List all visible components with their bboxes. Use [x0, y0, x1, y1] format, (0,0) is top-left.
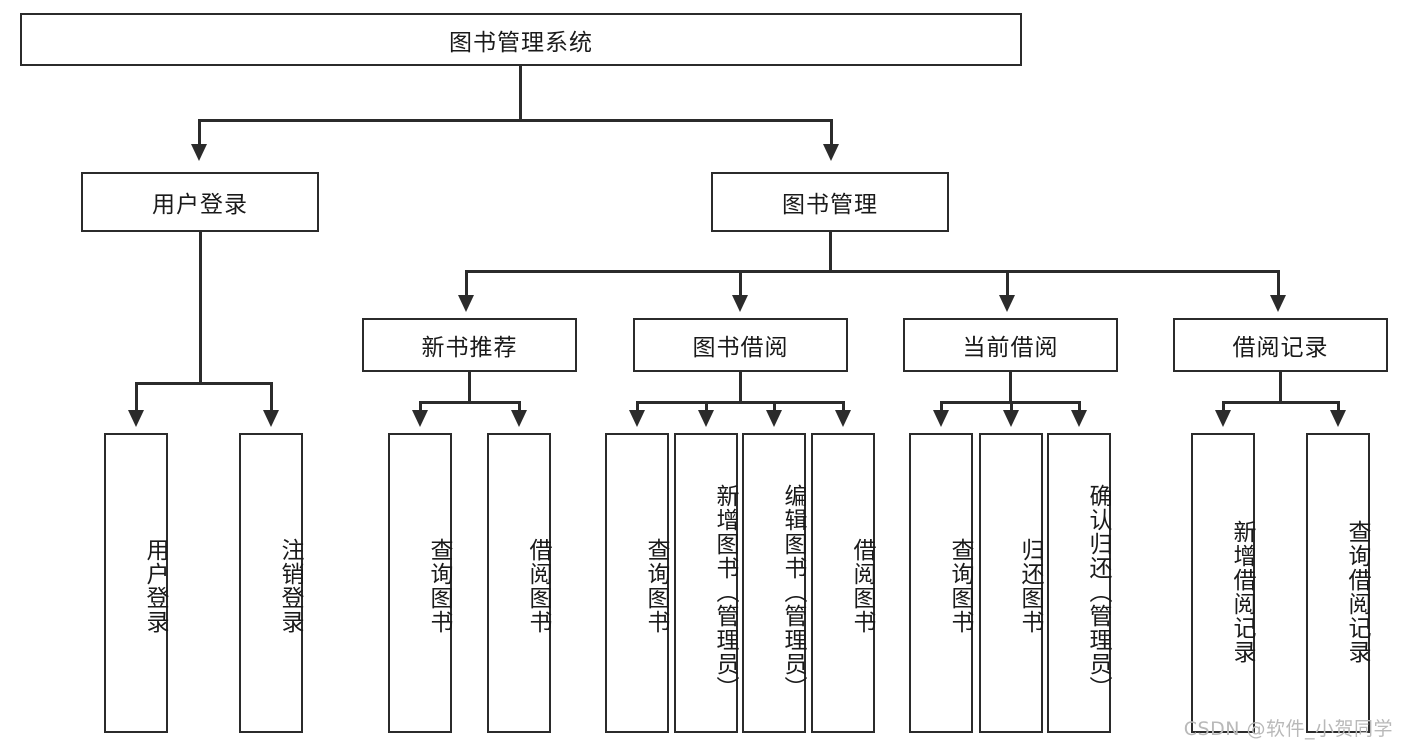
- connector-nbr-drop-1: [419, 401, 422, 413]
- leaf-bb-add-book[interactable]: 新增图书（管理员）: [674, 433, 738, 733]
- node-new-book-recommend[interactable]: 新书推荐: [362, 318, 577, 372]
- csdn-watermark: CSDN @软件_小贺同学: [1183, 718, 1393, 740]
- node-current-borrow[interactable]: 当前借阅: [903, 318, 1118, 372]
- connector-book-borrow-bus: [636, 401, 844, 404]
- connector-bb-drop-4: [842, 401, 845, 413]
- connector-level3-bus: [465, 270, 1279, 273]
- arrowhead-leaf-nbr-borrow-book: [511, 410, 527, 427]
- arrowhead-leaf-nbr-query-book: [412, 410, 428, 427]
- node-label: 用户登录: [152, 192, 248, 218]
- arrowhead-leaf-bb-add-book: [698, 410, 714, 427]
- leaf-cb-confirm-return[interactable]: 确认归还（管理员）: [1047, 433, 1111, 733]
- node-label: 图书管理: [782, 192, 878, 218]
- leaf-cb-query-book[interactable]: 查询图书: [909, 433, 973, 733]
- connector-br-drop-1: [1222, 401, 1225, 413]
- node-root-book-management-system[interactable]: 图书管理系统: [20, 13, 1022, 66]
- connector-borrow-record-stem: [1279, 372, 1282, 403]
- arrowhead-leaf-cb-query-book: [933, 410, 949, 427]
- connector-bb-drop-3: [773, 401, 776, 413]
- connector-to-current-borrow: [1006, 270, 1009, 298]
- connector-user-login-stem: [199, 232, 202, 384]
- connector-bb-drop-1: [636, 401, 639, 413]
- node-label: 借阅图书: [849, 538, 875, 634]
- connector-root-stem: [519, 66, 522, 121]
- arrowhead-leaf-br-query-record: [1330, 410, 1346, 427]
- connector-bb-drop-2: [705, 401, 708, 413]
- leaf-bb-query-book[interactable]: 查询图书: [605, 433, 669, 733]
- connector-cb-drop-2: [1010, 401, 1013, 413]
- leaf-br-add-record[interactable]: 新增借阅记录: [1191, 433, 1255, 733]
- node-label: 借阅图书: [525, 538, 551, 634]
- arrowhead-to-new-book-recommend: [458, 295, 474, 312]
- connector-borrow-record-bus: [1222, 401, 1339, 404]
- node-borrow-record[interactable]: 借阅记录: [1173, 318, 1388, 372]
- leaf-bb-edit-book[interactable]: 编辑图书（管理员）: [742, 433, 806, 733]
- node-user-login[interactable]: 用户登录: [81, 172, 319, 232]
- connector-to-book-borrow: [739, 270, 742, 298]
- node-label: 查询图书: [643, 538, 669, 634]
- node-label: 确认归还（管理员）: [1085, 484, 1111, 700]
- arrowhead-leaf-user-login: [128, 410, 144, 427]
- connector-root-to-book-management: [830, 119, 833, 147]
- leaf-br-query-record[interactable]: 查询借阅记录: [1306, 433, 1370, 733]
- node-label: 查询借阅记录: [1344, 520, 1370, 664]
- connector-root-bus: [198, 119, 832, 122]
- connector-cb-drop-1: [940, 401, 943, 413]
- node-book-management[interactable]: 图书管理: [711, 172, 949, 232]
- arrowhead-to-book-management: [823, 144, 839, 161]
- connector-to-new-book-recommend: [465, 270, 468, 298]
- arrowhead-to-borrow-record: [1270, 295, 1286, 312]
- connector-current-borrow-stem: [1009, 372, 1012, 403]
- node-label: 当前借阅: [962, 335, 1059, 361]
- arrowhead-leaf-cb-confirm-return: [1071, 410, 1087, 427]
- arrowhead-leaf-logout: [263, 410, 279, 427]
- connector-user-login-bus: [135, 382, 272, 385]
- node-label: 图书借阅: [692, 335, 789, 361]
- arrowhead-to-user-login: [191, 144, 207, 161]
- arrowhead-leaf-br-add-record: [1215, 410, 1231, 427]
- arrowhead-leaf-bb-borrow-book: [835, 410, 851, 427]
- node-label: 注销登录: [277, 538, 303, 634]
- arrowhead-leaf-bb-edit-book: [766, 410, 782, 427]
- node-label: 新增借阅记录: [1229, 520, 1255, 664]
- node-label: 借阅记录: [1232, 335, 1329, 361]
- leaf-bb-borrow-book[interactable]: 借阅图书: [811, 433, 875, 733]
- leaf-nbr-query-book[interactable]: 查询图书: [388, 433, 452, 733]
- arrowhead-leaf-cb-return-book: [1003, 410, 1019, 427]
- connector-book-management-stem: [829, 232, 832, 272]
- leaf-logout[interactable]: 注销登录: [239, 433, 303, 733]
- connector-to-borrow-record: [1277, 270, 1280, 298]
- node-label: 编辑图书（管理员）: [780, 484, 806, 700]
- node-label: 用户登录: [142, 538, 168, 634]
- node-label: 新书推荐: [421, 335, 518, 361]
- node-label: 归还图书: [1017, 538, 1043, 634]
- connector-root-to-user-login: [198, 119, 201, 147]
- connector-nbr-drop-2: [518, 401, 521, 413]
- connector-book-borrow-stem: [739, 372, 742, 403]
- leaf-nbr-borrow-book[interactable]: 借阅图书: [487, 433, 551, 733]
- connector-new-book-recommend-bus: [419, 401, 520, 404]
- arrowhead-leaf-bb-query-book: [629, 410, 645, 427]
- arrowhead-to-book-borrow: [732, 295, 748, 312]
- connector-br-drop-2: [1337, 401, 1340, 413]
- node-label: 查询图书: [426, 538, 452, 634]
- node-label: 查询图书: [947, 538, 973, 634]
- connector-cb-drop-3: [1078, 401, 1081, 413]
- connector-user-login-drop-2: [270, 382, 273, 413]
- connector-new-book-recommend-stem: [468, 372, 471, 403]
- node-label: 图书管理系统: [449, 29, 593, 56]
- connector-user-login-drop-1: [135, 382, 138, 413]
- arrowhead-to-current-borrow: [999, 295, 1015, 312]
- node-label: 新增图书（管理员）: [712, 484, 738, 700]
- leaf-cb-return-book[interactable]: 归还图书: [979, 433, 1043, 733]
- leaf-user-login[interactable]: 用户登录: [104, 433, 168, 733]
- node-book-borrow[interactable]: 图书借阅: [633, 318, 848, 372]
